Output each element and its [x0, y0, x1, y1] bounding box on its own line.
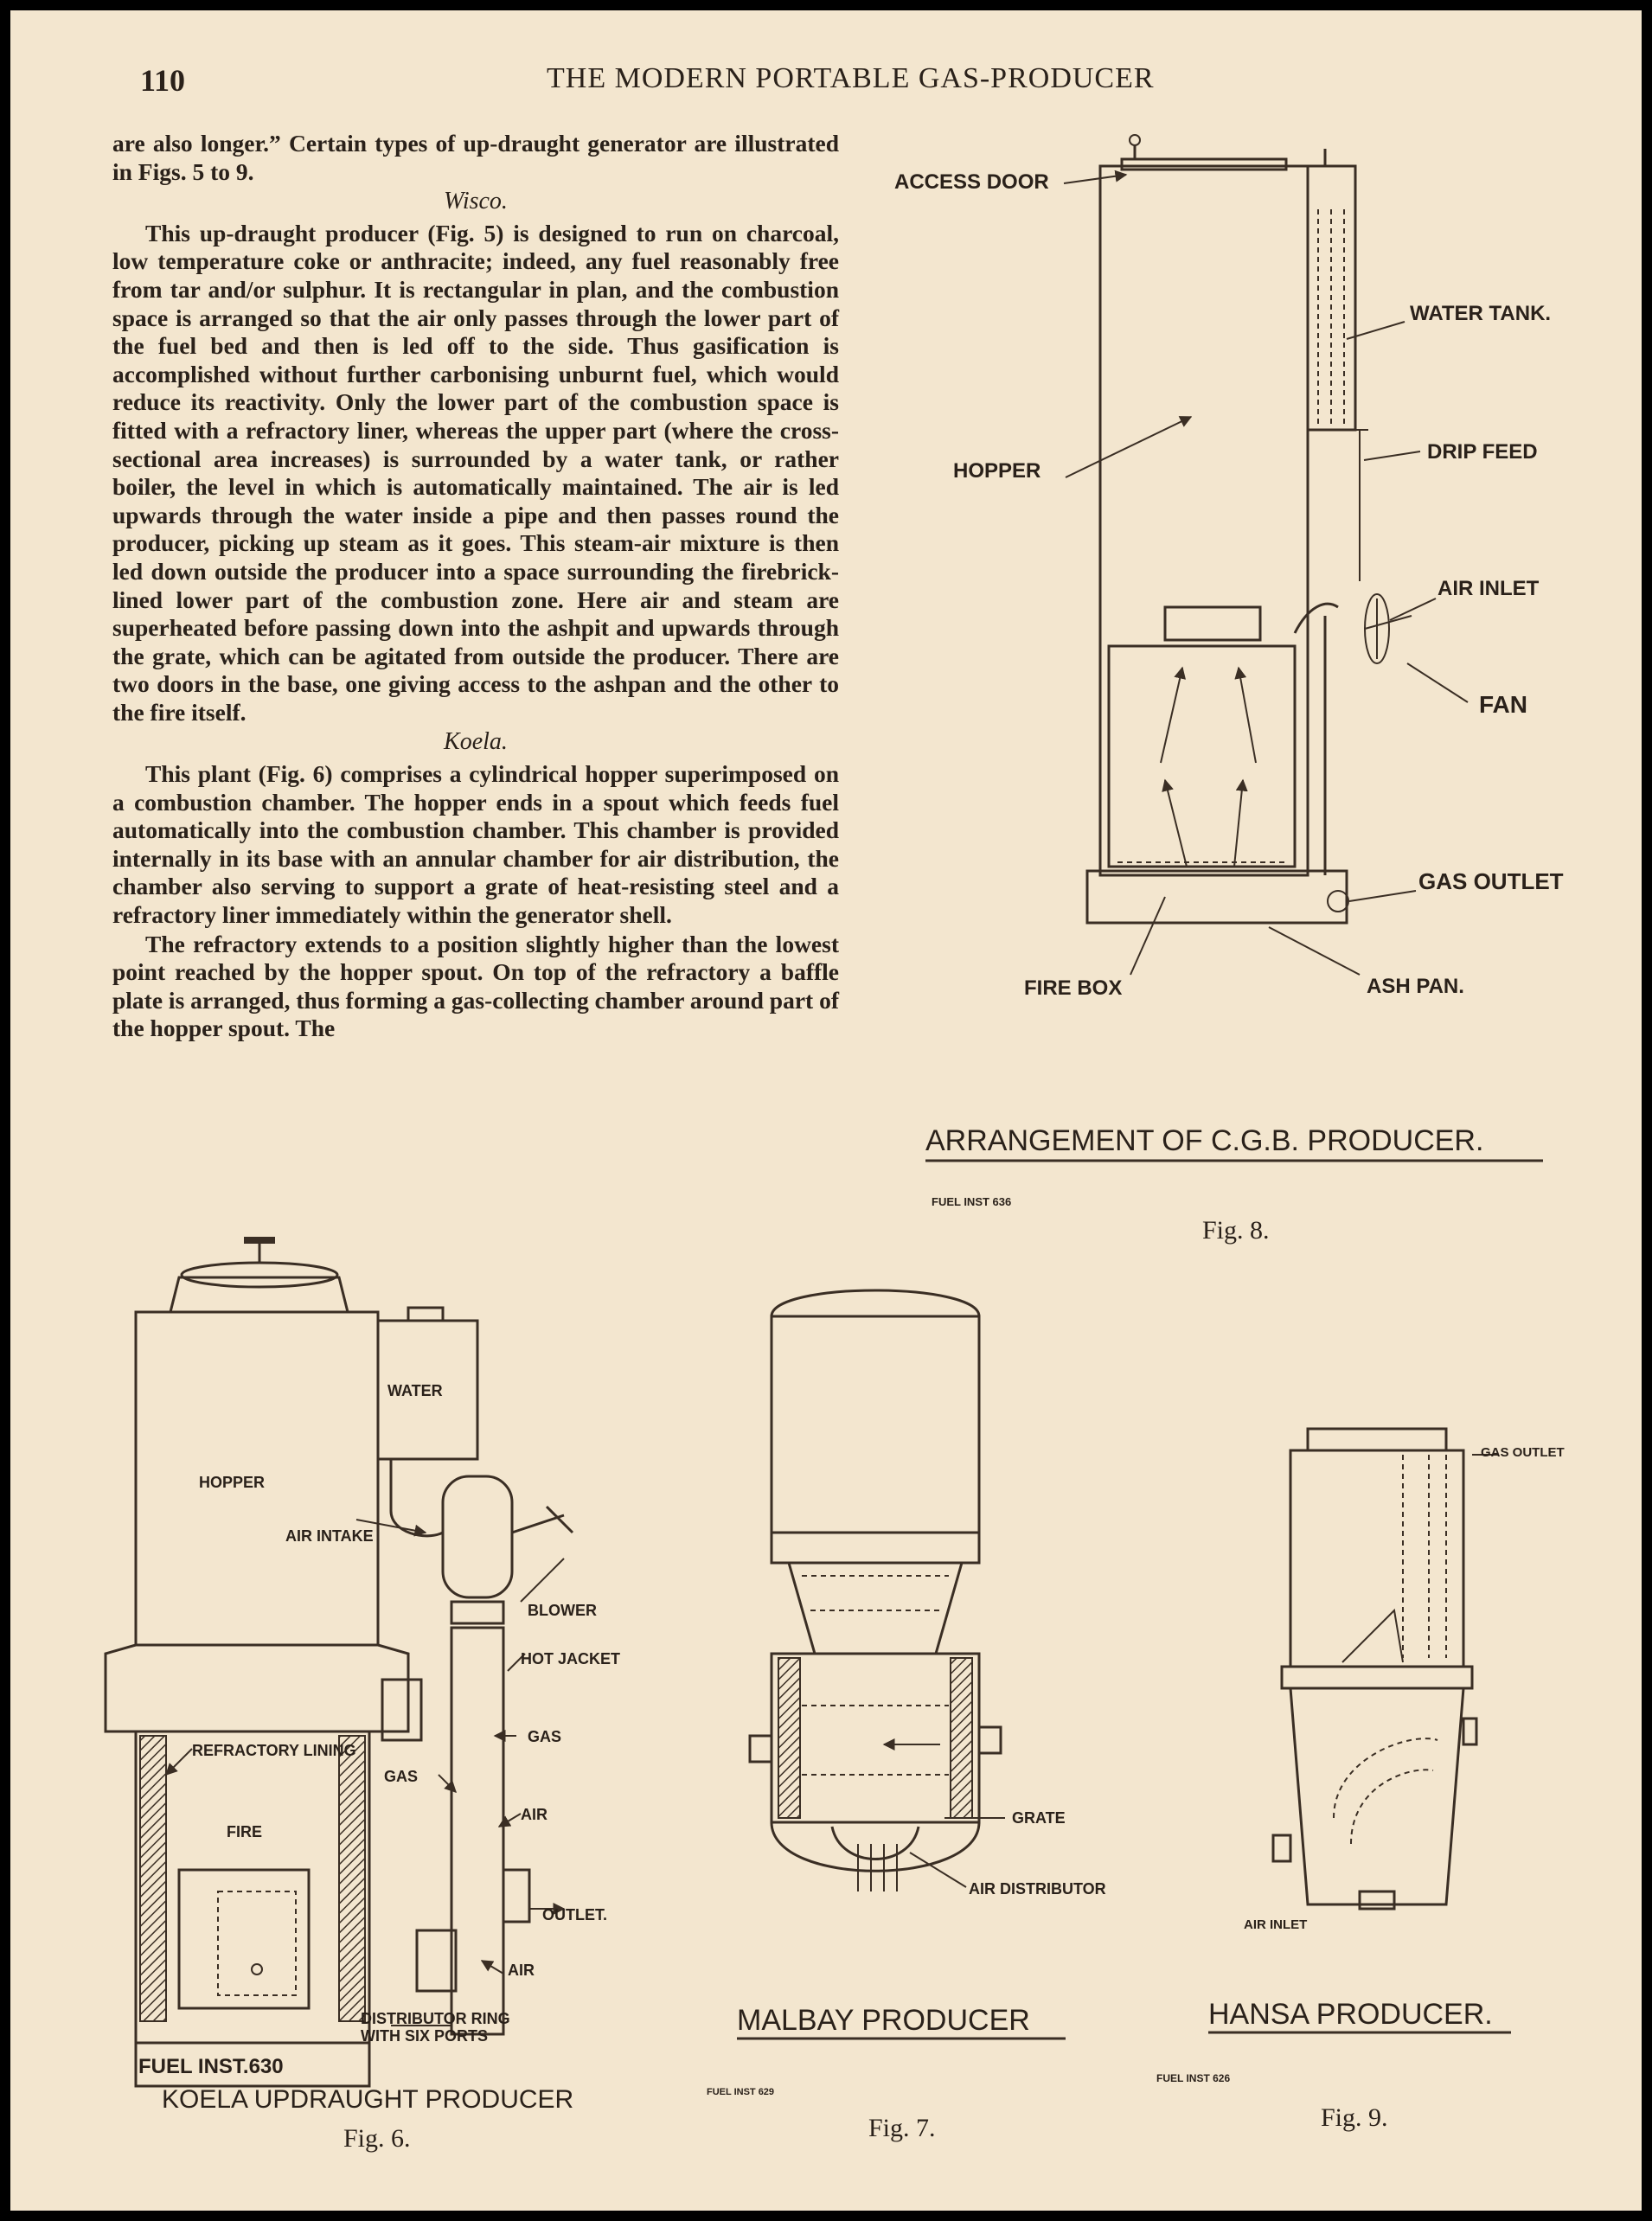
fig6-title: KOELA UPDRAUGHT PRODUCER	[162, 2085, 573, 2114]
fig6-label-air-intake: AIR INTAKE	[285, 1527, 374, 1545]
fig6-label-hopper: HOPPER	[199, 1474, 265, 1491]
fig8-ref: FUEL INST 636	[932, 1195, 1011, 1208]
fig8-label-access-door: ACCESS DOOR	[894, 170, 1049, 194]
fig8-label-air-inlet: AIR INLET	[1437, 577, 1540, 600]
fig8-label-water-tank: WATER TANK.	[1410, 302, 1551, 325]
fig6-caption: Fig. 6.	[343, 2124, 411, 2153]
heading-koela: Koela.	[444, 728, 508, 756]
fig7-label-grate: GRATE	[1012, 1809, 1066, 1827]
paragraph-koela-2: The refractory extends to a position sli…	[112, 930, 839, 1042]
fig7-label-air-distributor: AIR DISTRIBUTOR	[969, 1880, 1106, 1898]
fig6-ref: FUEL INST.630	[138, 2055, 284, 2078]
page-number: 110	[140, 63, 186, 98]
fig9-label-gas-outlet: GAS OUTLET	[1481, 1445, 1565, 1460]
fig9-caption: Fig. 9.	[1321, 2103, 1388, 2132]
running-head: THE MODERN PORTABLE GAS-PRODUCER	[547, 62, 1155, 94]
fig8-diagram: ACCESS DOOR WATER TANK. HOPPER DRIP FEED…	[894, 134, 1564, 1245]
fig8-label-ash-pan: ASH PAN.	[1367, 975, 1464, 998]
fig8-caption: Fig. 8.	[1202, 1216, 1270, 1245]
fig6-label-gas-left: GAS	[384, 1768, 418, 1785]
fig6-label-gas-right: GAS	[528, 1728, 561, 1745]
fig9-label-air-inlet: AIR INLET	[1244, 1917, 1307, 1932]
book-page: 110 THE MODERN PORTABLE GAS-PRODUCER are…	[10, 10, 1642, 2211]
fig6-label-air-low: AIR	[508, 1962, 535, 1979]
paragraph-koela-1: This plant (Fig. 6) comprises a cylindri…	[112, 760, 839, 929]
fig6-label-outlet: OUTLET.	[542, 1906, 607, 1923]
fig6-label-refractory-lining: REFRACTORY LINING	[192, 1742, 356, 1759]
fig8-label-hopper: HOPPER	[953, 459, 1041, 483]
fig9-title: HANSA PRODUCER.	[1208, 1998, 1493, 2031]
fig9-ref: FUEL INST 626	[1156, 2072, 1230, 2084]
fig8-title: ARRANGEMENT OF C.G.B. PRODUCER.	[925, 1124, 1483, 1157]
heading-wisco: Wisco.	[444, 188, 508, 215]
fig6-label-distributor-ring: DISTRIBUTOR RING	[361, 2010, 510, 2027]
fig6-diagram: WATER HOPPER AIR INTAKE BLOWER HOT JACKE…	[104, 1237, 620, 2153]
fig8-label-fan: FAN	[1479, 691, 1527, 718]
fig6-label-water: WATER	[387, 1382, 443, 1399]
body-text: are also longer.” Certain types of up-dr…	[112, 130, 839, 1044]
paragraph-wisco: This up-draught producer (Fig. 5) is des…	[112, 219, 839, 726]
fig7-caption: Fig. 7.	[868, 2114, 936, 2142]
fig6-label-fire: FIRE	[227, 1823, 262, 1840]
fig6-label-six-ports: WITH SIX PORTS	[361, 2027, 488, 2045]
fig7-ref: FUEL INST 629	[707, 2087, 774, 2097]
fig8-label-drip-feed: DRIP FEED	[1427, 440, 1538, 464]
fig6-label-air-mid: AIR	[521, 1806, 547, 1823]
fig7-diagram: GRATE AIR DISTRIBUTOR MALBAY PRODUCER FU…	[707, 1289, 1106, 2142]
fig9-diagram: GAS OUTLET AIR INLET HANSA PRODUCER. FUE…	[1156, 1427, 1565, 2132]
fig8-label-fire-box: FIRE BOX	[1024, 976, 1122, 1000]
fig8-label-gas-outlet: GAS OUTLET	[1418, 868, 1564, 894]
fig6-label-blower: BLOWER	[528, 1602, 597, 1619]
paragraph-intro: are also longer.” Certain types of up-dr…	[112, 130, 839, 185]
fig7-title: MALBAY PRODUCER	[737, 2004, 1030, 2037]
fig6-label-hot-jacket: HOT JACKET	[521, 1650, 620, 1667]
